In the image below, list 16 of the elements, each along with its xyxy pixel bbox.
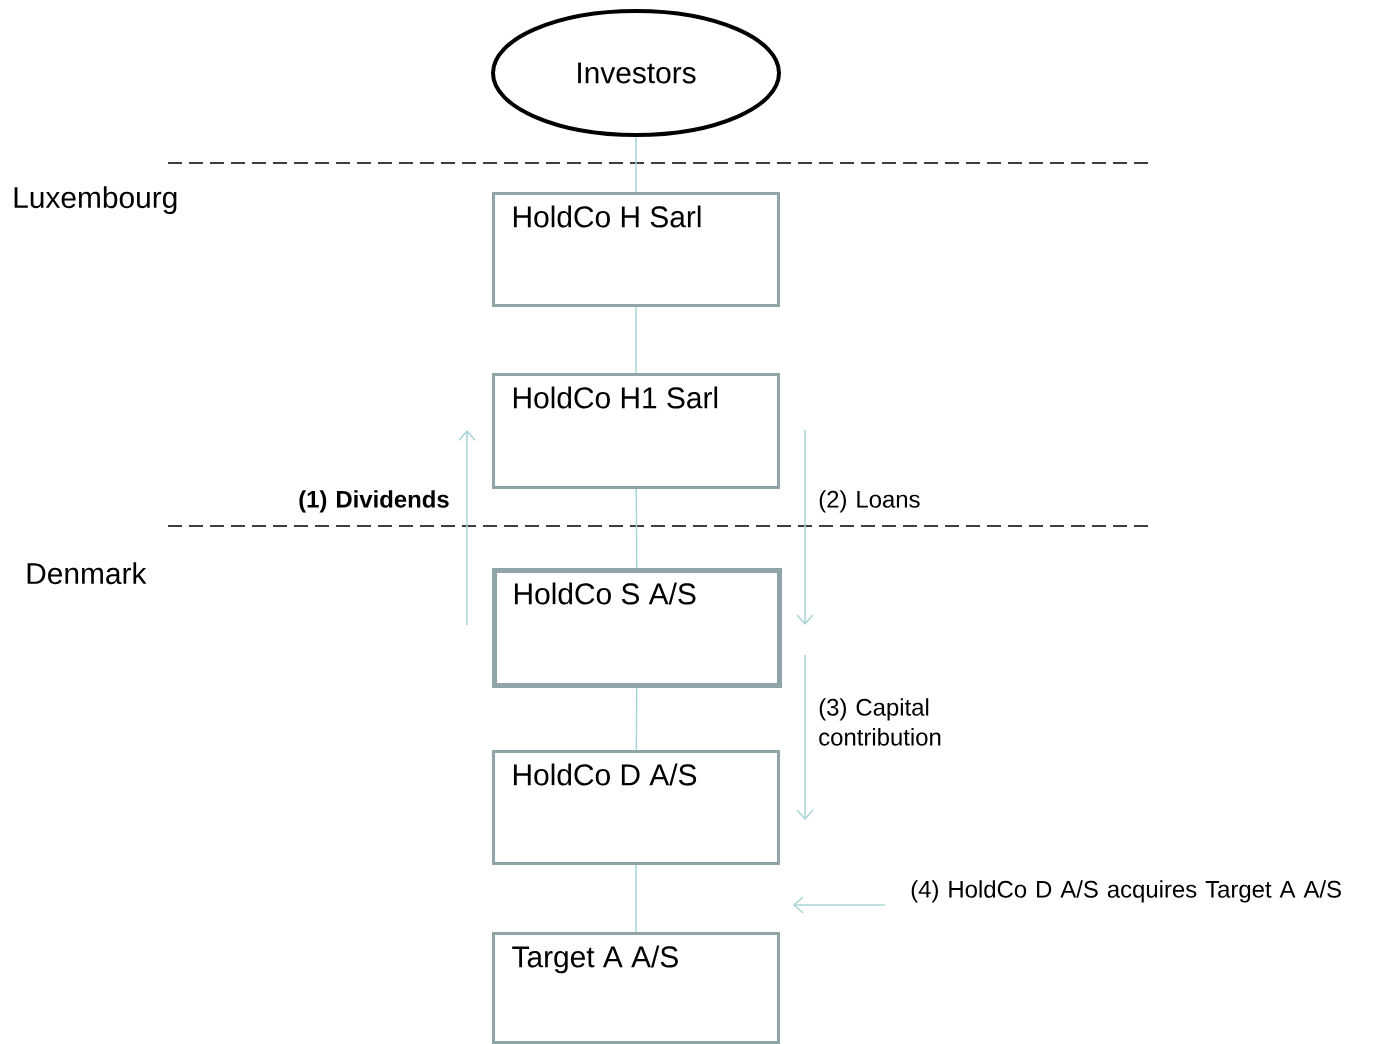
connector-line [635,488,638,569]
company-box: HoldCo D A/S [492,750,780,865]
region-label: (2) Loans [819,490,920,513]
region-label: (4) HoldCo D A/S acquires Target A A/S [911,880,1341,903]
connector-line [635,687,638,751]
region-label: (3) Capital contribution [819,698,941,746]
company-box: HoldCo S A/S [492,568,782,688]
company-box: HoldCo H Sarl [492,192,780,307]
company-box: Target A A/S [492,932,780,1044]
region-label: Luxembourg [14,186,177,215]
connector-line [635,864,637,933]
company-box: HoldCo H1 Sarl [492,373,780,489]
connector-line [635,136,637,193]
region-label: Denmark [27,562,147,585]
region-label: (1) Dividends [299,490,449,513]
connector-line [635,306,637,374]
